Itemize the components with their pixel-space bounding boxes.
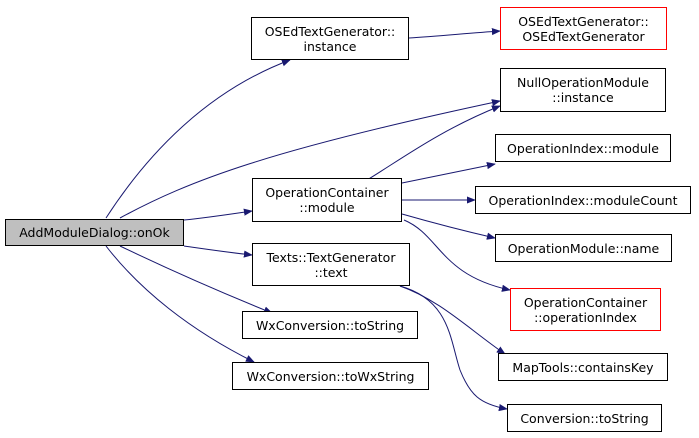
- node-label: MapTools::containsKey: [512, 359, 654, 375]
- node-label-line-2: ::instance: [552, 90, 614, 105]
- node-label: OperationModule::name: [507, 240, 660, 256]
- edge-opcontainer-module-to-nullop-instance: [366, 105, 501, 181]
- node-conversion-tostring[interactable]: Conversion::toString: [507, 404, 662, 432]
- node-label-line-2: ::text: [314, 264, 348, 280]
- edge-opcontainer-module-to-opindex-module: [401, 162, 496, 184]
- node-label-line-1: OperationContainer: [265, 185, 389, 200]
- node-label-line-2: ::module: [299, 200, 355, 215]
- node-label-line-1: OSEdTextGenerator::: [518, 13, 649, 29]
- edge-opcontainer-module-to-opcontainer-opindex: [403, 219, 511, 292]
- node-label-line-2: instance: [303, 38, 357, 54]
- node-label: WxConversion::toString: [255, 317, 405, 333]
- node-wxconversion-tostring[interactable]: WxConversion::toString: [242, 311, 418, 339]
- edge-root-to-wx-towxstring: [105, 245, 255, 363]
- node-osedtextgenerator-ctor[interactable]: OSEdTextGenerator:: OSEdTextGenerator: [500, 7, 667, 50]
- edge-osed-instance-to-osed-ctor: [408, 27, 501, 39]
- node-osedtextgenerator-instance[interactable]: OSEdTextGenerator:: instance: [251, 17, 409, 60]
- node-texts-textgenerator-text[interactable]: Texts::TextGenerator ::text: [252, 243, 410, 286]
- node-label-line-1: OSEdTextGenerator::: [264, 23, 396, 39]
- node-label: WxConversion::toWxString: [246, 368, 415, 384]
- node-label: OperationIndex::moduleCount: [488, 192, 678, 208]
- edge-root-to-opcontainer-module: [183, 208, 253, 221]
- node-operationcontainer-operationindex[interactable]: OperationContainer ::operationIndex: [510, 288, 661, 331]
- node-label: Conversion::toString: [520, 410, 649, 426]
- edge-texts-text-to-conversion-tostring: [399, 285, 508, 412]
- node-addmoduledialog-onok: AddModuleDialog::onOk: [5, 219, 184, 246]
- node-nulloperationmodule-instance[interactable]: NullOperationModule ::instance: [500, 68, 666, 112]
- node-label-line-2: OSEdTextGenerator: [522, 28, 645, 44]
- node-operationcontainer-module[interactable]: OperationContainer ::module: [252, 178, 402, 222]
- edge-root-to-texts-text: [183, 245, 253, 258]
- node-operationmodule-name[interactable]: OperationModule::name: [495, 234, 672, 262]
- node-label-line-1: Texts::TextGenerator: [266, 249, 396, 265]
- edge-opcontainer-module-to-opmodule-name: [401, 213, 496, 240]
- node-operationindex-modulecount[interactable]: OperationIndex::moduleCount: [475, 186, 691, 214]
- node-label-line-2: ::operationIndex: [534, 309, 637, 325]
- edge-root-to-wx-tostring: [119, 245, 273, 314]
- edge-root-to-nullop-instance: [119, 99, 501, 219]
- node-label: AddModuleDialog::onOk: [19, 225, 170, 240]
- node-operationindex-module[interactable]: OperationIndex::module: [495, 134, 671, 162]
- node-label-line-1: OperationContainer: [523, 294, 648, 310]
- node-maptools-containskey[interactable]: MapTools::containsKey: [498, 353, 668, 381]
- node-label-line-1: NullOperationModule: [517, 75, 649, 90]
- edge-texts-text-to-maptools-containskey: [399, 285, 506, 355]
- node-wxconversion-towxstring[interactable]: WxConversion::toWxString: [232, 362, 429, 390]
- edge-root-to-osed-instance: [105, 59, 291, 219]
- node-label: OperationIndex::module: [507, 140, 659, 156]
